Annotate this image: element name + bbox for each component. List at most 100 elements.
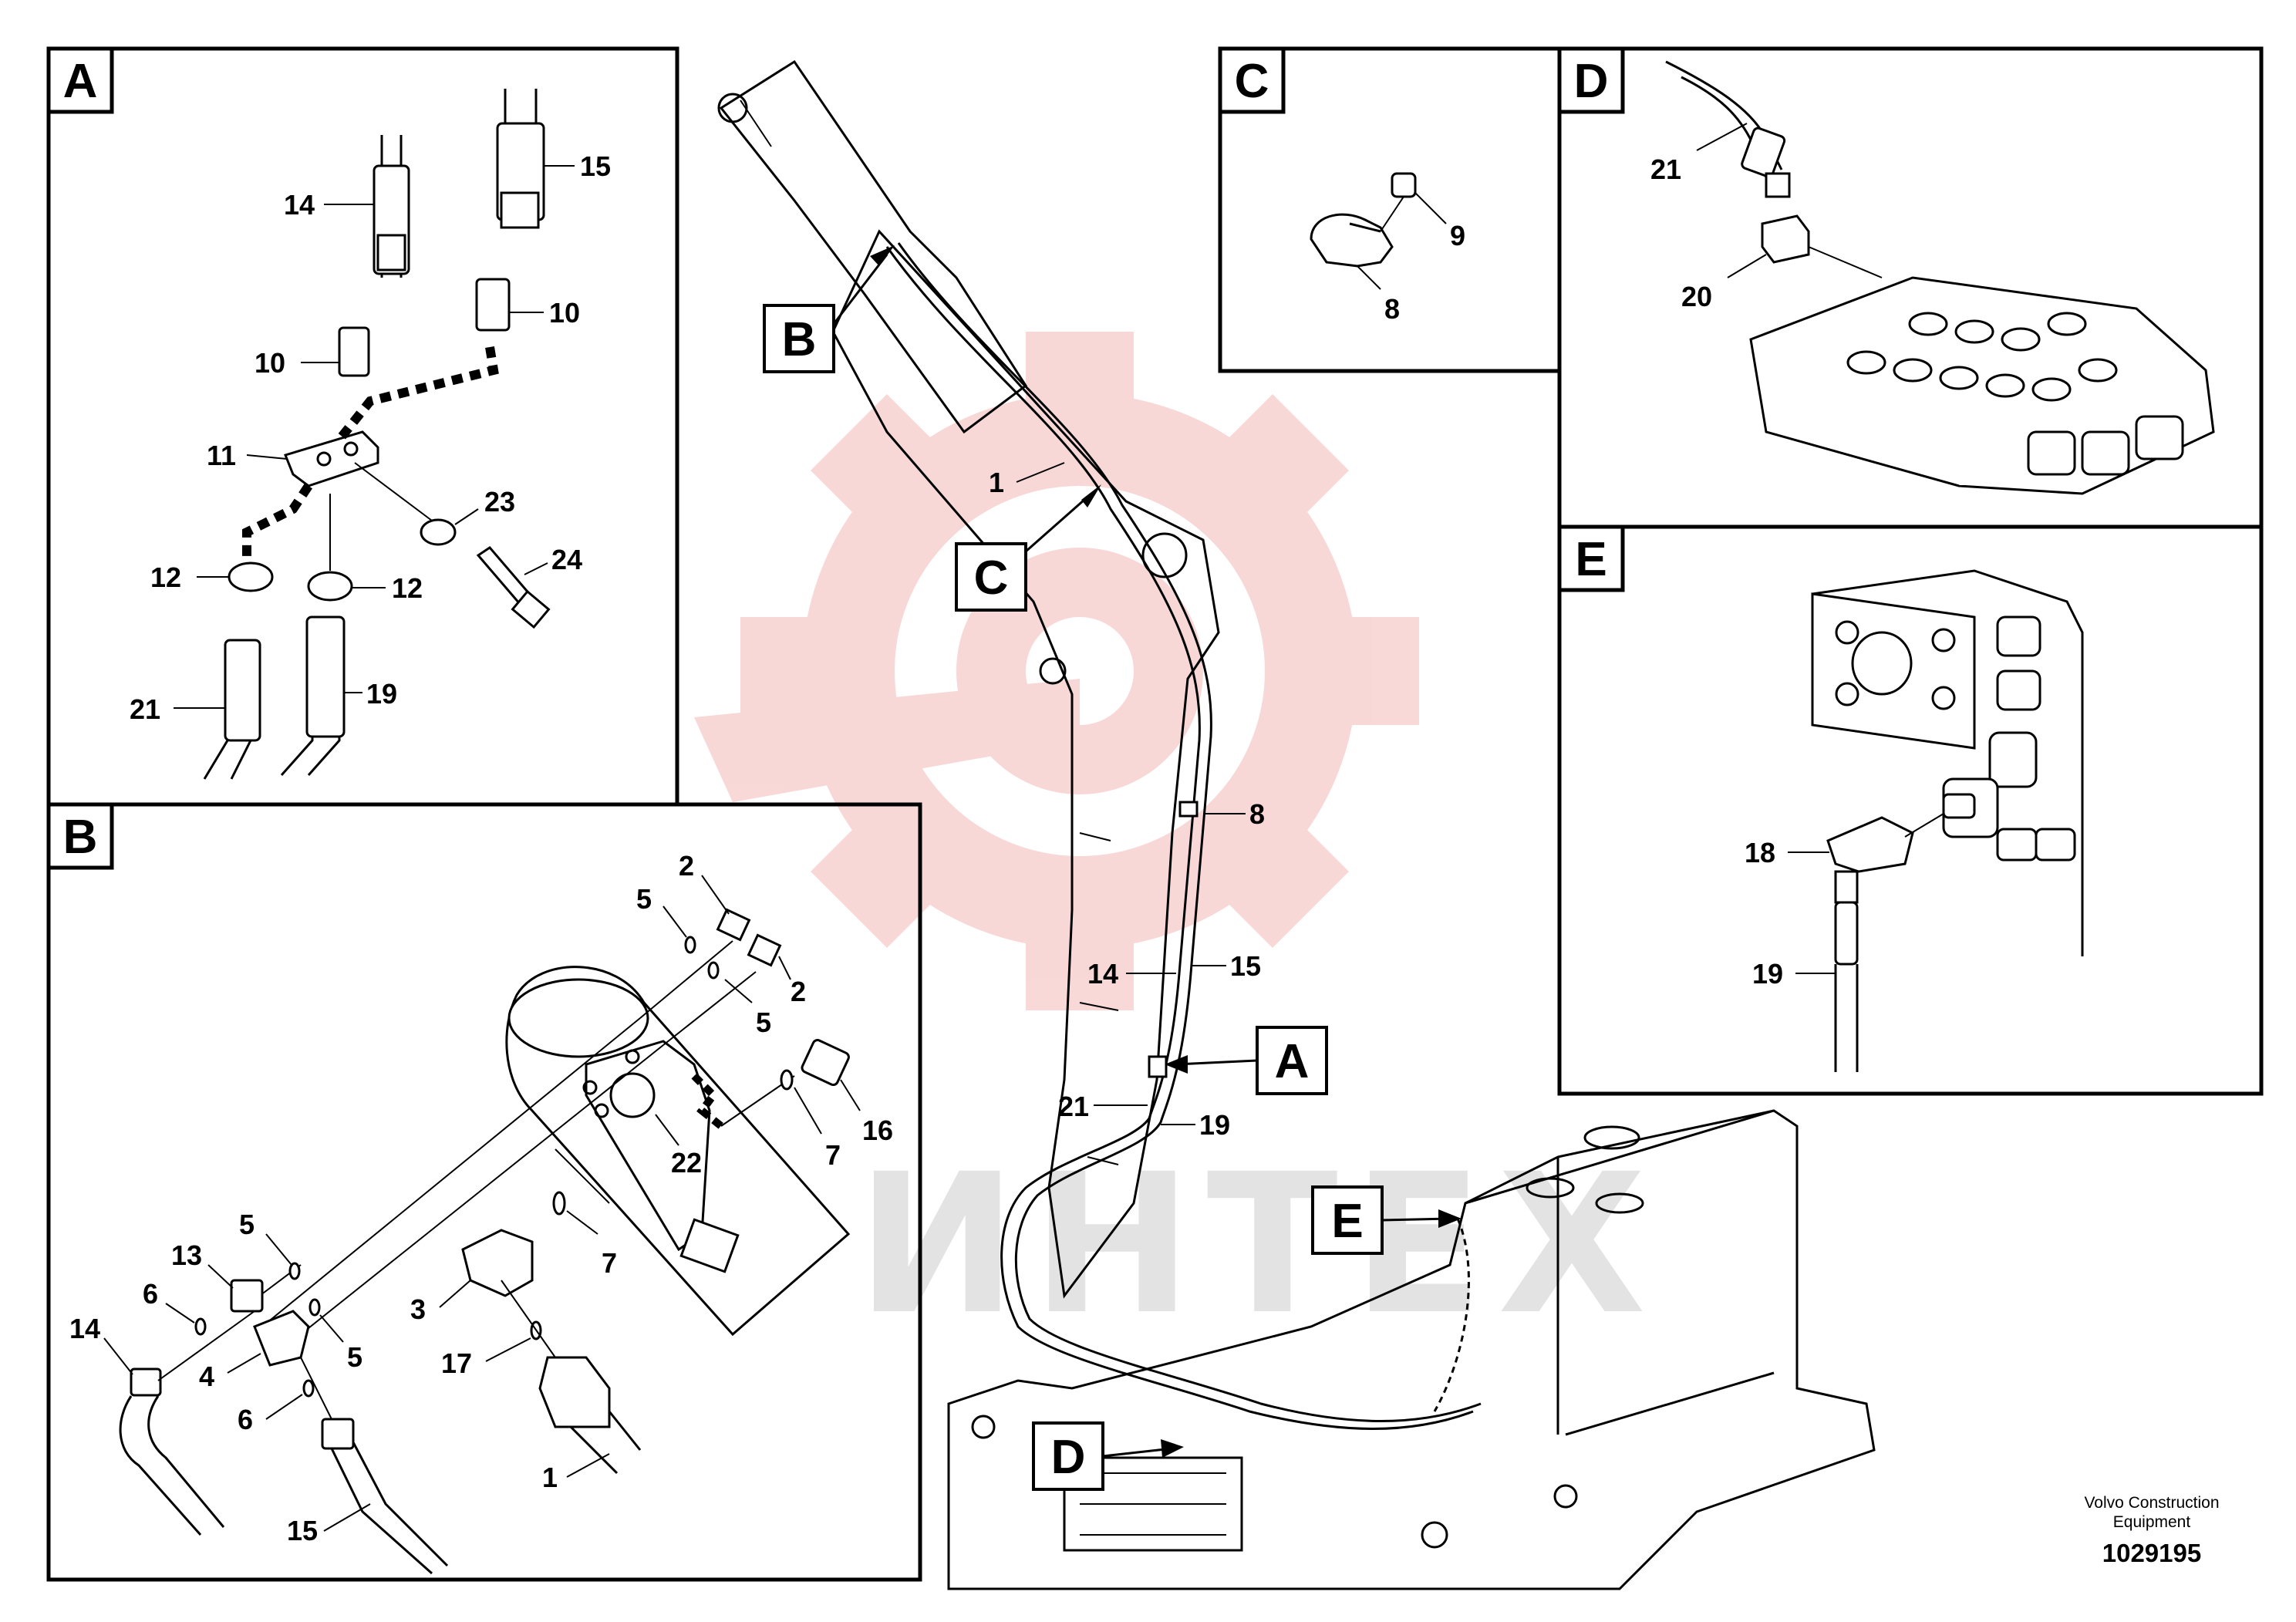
svg-text:C: C [974, 551, 1009, 605]
detail-e-callouts: 18 19 [1745, 837, 1836, 990]
svg-text:20: 20 [1681, 281, 1712, 312]
svg-text:12: 12 [150, 561, 181, 593]
manufacturer-line1: Volvo Construction [2084, 1494, 2219, 1512]
clamp-8 [1310, 213, 1394, 268]
svg-text:11: 11 [207, 440, 236, 471]
svg-text:15: 15 [580, 150, 611, 182]
o-ring-5-top [684, 936, 696, 954]
detail-b-frame [46, 802, 922, 1582]
o-ring-6-bottom [302, 1379, 315, 1398]
o-ring-6-top [194, 1317, 207, 1336]
svg-text:17: 17 [441, 1347, 472, 1379]
detail-d: D [1557, 46, 2264, 529]
main-callouts: 1 8 14 15 21 19 [989, 462, 1265, 1141]
hose-end-1 [538, 1356, 611, 1428]
svg-text:2: 2 [679, 850, 694, 882]
fitting-10-right [475, 278, 511, 332]
svg-text:23: 23 [484, 486, 515, 518]
o-ring-5-bottom [308, 1298, 321, 1317]
tee-18 [1826, 816, 1914, 873]
svg-text:16: 16 [862, 1114, 893, 1146]
svg-text:9: 9 [1450, 220, 1465, 251]
manufacturer-line2: Equipment [2113, 1513, 2191, 1531]
svg-text:7: 7 [602, 1247, 617, 1279]
hose-19 [305, 615, 346, 738]
watermark-logo [694, 332, 1419, 1010]
callout-m-19: 19 [1199, 1109, 1230, 1141]
adapter-13 [230, 1279, 264, 1313]
tee-4 [253, 1310, 310, 1367]
footer: Volvo Construction Equipment 1029195 [2084, 1494, 2219, 1567]
detail-a-callouts: 14 15 10 10 11 23 12 12 24 21 19 [130, 150, 611, 725]
detail-b: B [46, 802, 922, 1582]
hose-14-fitting [130, 1367, 162, 1397]
svg-text:D: D [1051, 1431, 1086, 1484]
hose-21 [224, 639, 261, 742]
svg-text:19: 19 [366, 678, 397, 710]
svg-text:5: 5 [239, 1209, 255, 1240]
callout-m-8: 8 [1249, 798, 1265, 830]
elbow-3 [461, 1229, 534, 1297]
callout-m-14: 14 [1087, 958, 1118, 990]
svg-text:6: 6 [238, 1404, 253, 1435]
cylinder-head [507, 978, 649, 1058]
document-number: 1029195 [2102, 1539, 2201, 1567]
svg-text:B: B [782, 313, 817, 366]
svg-text:24: 24 [551, 544, 582, 575]
bracket-11 [283, 430, 379, 487]
svg-text:6: 6 [143, 1278, 158, 1310]
main-tag-b[interactable]: B [763, 245, 895, 373]
svg-text:2: 2 [791, 976, 806, 1007]
svg-text:14: 14 [69, 1313, 100, 1344]
svg-text:15: 15 [287, 1515, 318, 1546]
svg-text:14: 14 [284, 189, 315, 221]
detail-c: C [1218, 46, 1562, 373]
svg-text:10: 10 [549, 297, 580, 329]
svg-text:1: 1 [542, 1462, 558, 1493]
o-ring-22 [609, 1072, 656, 1118]
cap-16 [801, 1039, 850, 1087]
svg-text:A: A [1275, 1035, 1310, 1088]
control-valve [1063, 1456, 1243, 1552]
control-valve-block [1749, 276, 2215, 495]
arm [719, 59, 1028, 434]
callout-m-1: 1 [989, 467, 1004, 498]
svg-text:8: 8 [1384, 293, 1400, 325]
detail-b-label: B [63, 811, 98, 864]
main-tag-e[interactable]: E [1311, 1185, 1462, 1255]
hose-clamp-a [1148, 1055, 1168, 1078]
svg-text:13: 13 [171, 1239, 202, 1271]
svg-text:3: 3 [410, 1293, 426, 1325]
o-ring-5-mid [707, 961, 720, 980]
detail-d-label: D [1574, 55, 1609, 108]
detail-e-frame [1557, 524, 2264, 1096]
hose-clamp-8 [1178, 801, 1199, 818]
bolt-9 [1391, 172, 1417, 198]
washer-23 [420, 518, 457, 546]
svg-text:18: 18 [1745, 837, 1775, 868]
main-tag-a[interactable]: A [1165, 1026, 1328, 1095]
bolt-24 [511, 589, 551, 629]
cap-2-mid [747, 933, 782, 967]
svg-text:7: 7 [825, 1139, 841, 1171]
svg-text:4: 4 [199, 1361, 214, 1392]
tee-20 [1761, 214, 1810, 264]
detail-d-callouts: 21 20 [1650, 123, 1767, 312]
detail-c-callouts: 9 8 [1357, 192, 1465, 325]
svg-text:5: 5 [636, 883, 652, 915]
hose-run-main [885, 246, 1474, 1430]
detail-c-label: C [1235, 55, 1269, 108]
o-ring-7-mid [552, 1191, 566, 1216]
nut-12-left [228, 561, 274, 592]
main-tag-d[interactable]: D [1032, 1421, 1184, 1491]
svg-text:21: 21 [1650, 153, 1681, 185]
callout-m-21: 21 [1058, 1091, 1089, 1122]
callout-m-15: 15 [1230, 950, 1261, 982]
svg-text:19: 19 [1752, 958, 1783, 990]
main-tag-c[interactable]: C [955, 484, 1101, 612]
detail-e-label: E [1575, 533, 1607, 586]
o-ring-7-top [780, 1069, 794, 1091]
detail-a: A [46, 46, 679, 807]
cap-2-top [716, 908, 751, 942]
